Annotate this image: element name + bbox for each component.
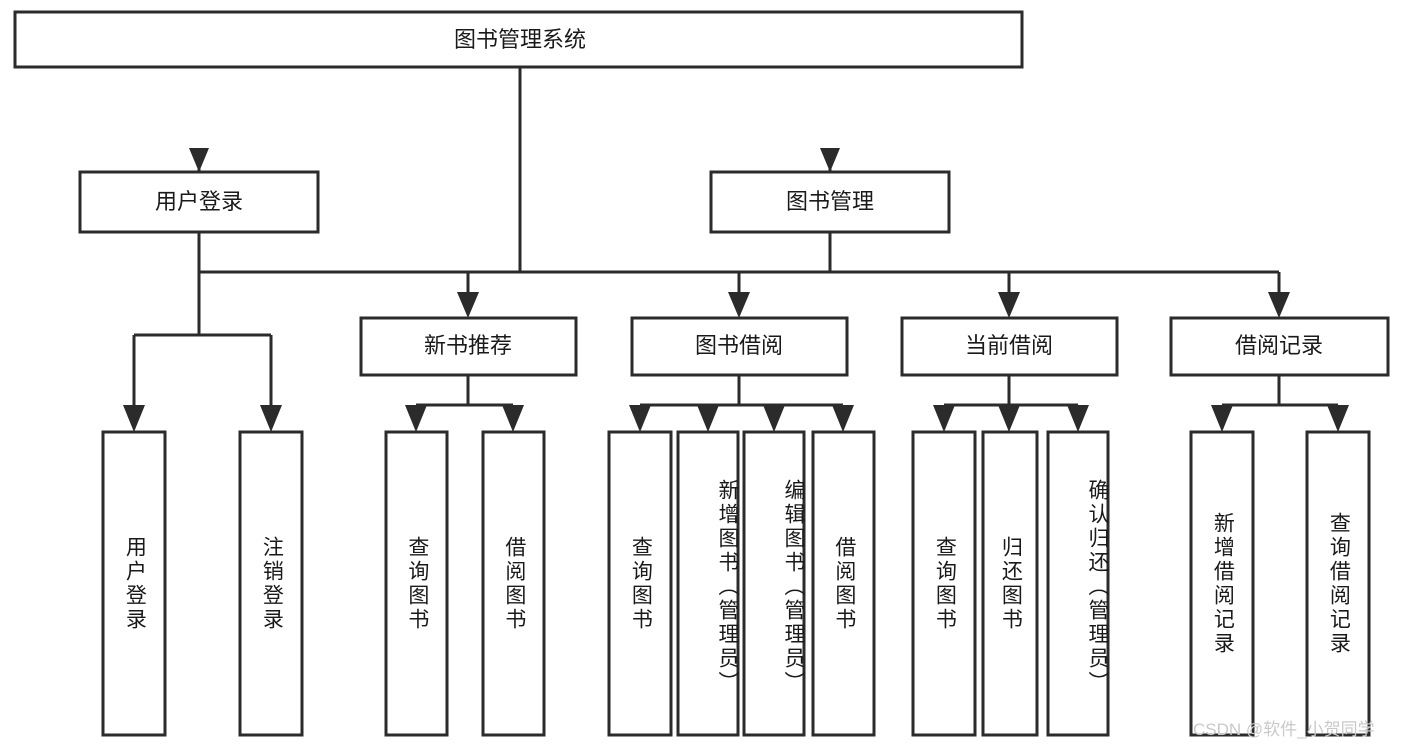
node-new-book-recommend[interactable]: 新书推荐 bbox=[359, 316, 578, 377]
leaf-box-add-borrow-record[interactable] bbox=[1189, 430, 1255, 737]
arrow-head-leaf-query-borrow-record bbox=[1327, 405, 1349, 432]
connector-group-book-borrow bbox=[629, 375, 854, 432]
leaf-box-add-book-admin[interactable] bbox=[676, 430, 740, 737]
node-book-manage-label: 图书管理 bbox=[786, 189, 874, 214]
arrow-head-leaf-user-logout bbox=[260, 405, 282, 432]
leaf-box-query-book-bor[interactable] bbox=[607, 430, 673, 737]
leaf-box-confirm-return-admin[interactable] bbox=[1046, 430, 1110, 737]
node-user-login[interactable]: 用户登录 bbox=[78, 170, 320, 234]
leaf-box-user-login[interactable] bbox=[101, 430, 167, 737]
arrow-head-new-book-recommend bbox=[457, 292, 479, 318]
leaf-box-query-book-cur[interactable] bbox=[911, 430, 977, 737]
leaf-boxes-group bbox=[101, 430, 1371, 737]
csdn-watermark: CSDN @软件_小贺同学 bbox=[1193, 720, 1375, 739]
node-current-borrow-label: 当前借阅 bbox=[965, 333, 1053, 358]
connector-group-root bbox=[189, 68, 840, 274]
connector-group-new-book-recommend bbox=[405, 375, 524, 432]
arrow-head-leaf-add-book-admin bbox=[697, 405, 719, 432]
arrow-head-current-borrow bbox=[998, 292, 1020, 318]
arrow-head-leaf-confirm-return-admin bbox=[1067, 405, 1089, 432]
arrow-head-leaf-query-book-bor bbox=[629, 405, 651, 432]
node-root-label: 图书管理系统 bbox=[454, 27, 586, 52]
node-user-login-label: 用户登录 bbox=[155, 189, 243, 214]
node-borrow-record[interactable]: 借阅记录 bbox=[1169, 316, 1390, 377]
connector-group-current-borrow bbox=[933, 375, 1089, 432]
arrow-head-borrow-record bbox=[1268, 292, 1290, 318]
arrow-head-leaf-borrow-book-rec bbox=[502, 405, 524, 432]
arrow-head-leaf-edit-book-admin bbox=[763, 405, 785, 432]
leaf-box-query-borrow-record[interactable] bbox=[1305, 430, 1371, 737]
node-borrow-record-label: 借阅记录 bbox=[1235, 333, 1323, 358]
leaf-box-query-book-rec[interactable] bbox=[384, 430, 449, 737]
leaf-box-return-book[interactable] bbox=[981, 430, 1039, 737]
connector-group-book-manage bbox=[457, 232, 1290, 318]
node-root-box[interactable] bbox=[13, 10, 1024, 69]
node-book-borrow[interactable]: 图书借阅 bbox=[630, 316, 849, 377]
node-current-borrow[interactable]: 当前借阅 bbox=[900, 316, 1119, 377]
leaf-box-edit-book-admin[interactable] bbox=[742, 430, 806, 737]
node-new-book-recommend-box[interactable] bbox=[359, 316, 578, 377]
arrow-head-leaf-return-book bbox=[998, 405, 1020, 432]
arrow-head-leaf-user-login bbox=[123, 405, 145, 432]
leaf-box-user-logout[interactable] bbox=[238, 430, 304, 737]
arrow-head-leaf-query-book-rec bbox=[405, 405, 427, 432]
arrow-head-leaf-borrow-book-bor bbox=[832, 405, 854, 432]
arrow-head-leaf-add-borrow-record bbox=[1211, 405, 1233, 432]
arrow-head-user-login bbox=[189, 148, 209, 172]
arrow-head-leaf-query-book-cur bbox=[933, 405, 955, 432]
arrow-head-book-borrow bbox=[728, 292, 750, 318]
node-book-manage-box[interactable] bbox=[709, 170, 951, 234]
leaf-box-borrow-book-rec[interactable] bbox=[481, 430, 546, 737]
node-root[interactable]: 图书管理系统 bbox=[13, 10, 1024, 69]
leaf-box-borrow-book-bor[interactable] bbox=[811, 430, 876, 737]
node-book-borrow-label: 图书借阅 bbox=[695, 333, 783, 358]
node-new-book-recommend-label: 新书推荐 bbox=[424, 333, 512, 358]
connector-group-user-login bbox=[123, 232, 282, 432]
node-book-manage[interactable]: 图书管理 bbox=[709, 170, 951, 234]
arrow-head-book-manage bbox=[820, 148, 840, 172]
connector-group-borrow-record bbox=[1211, 375, 1349, 432]
